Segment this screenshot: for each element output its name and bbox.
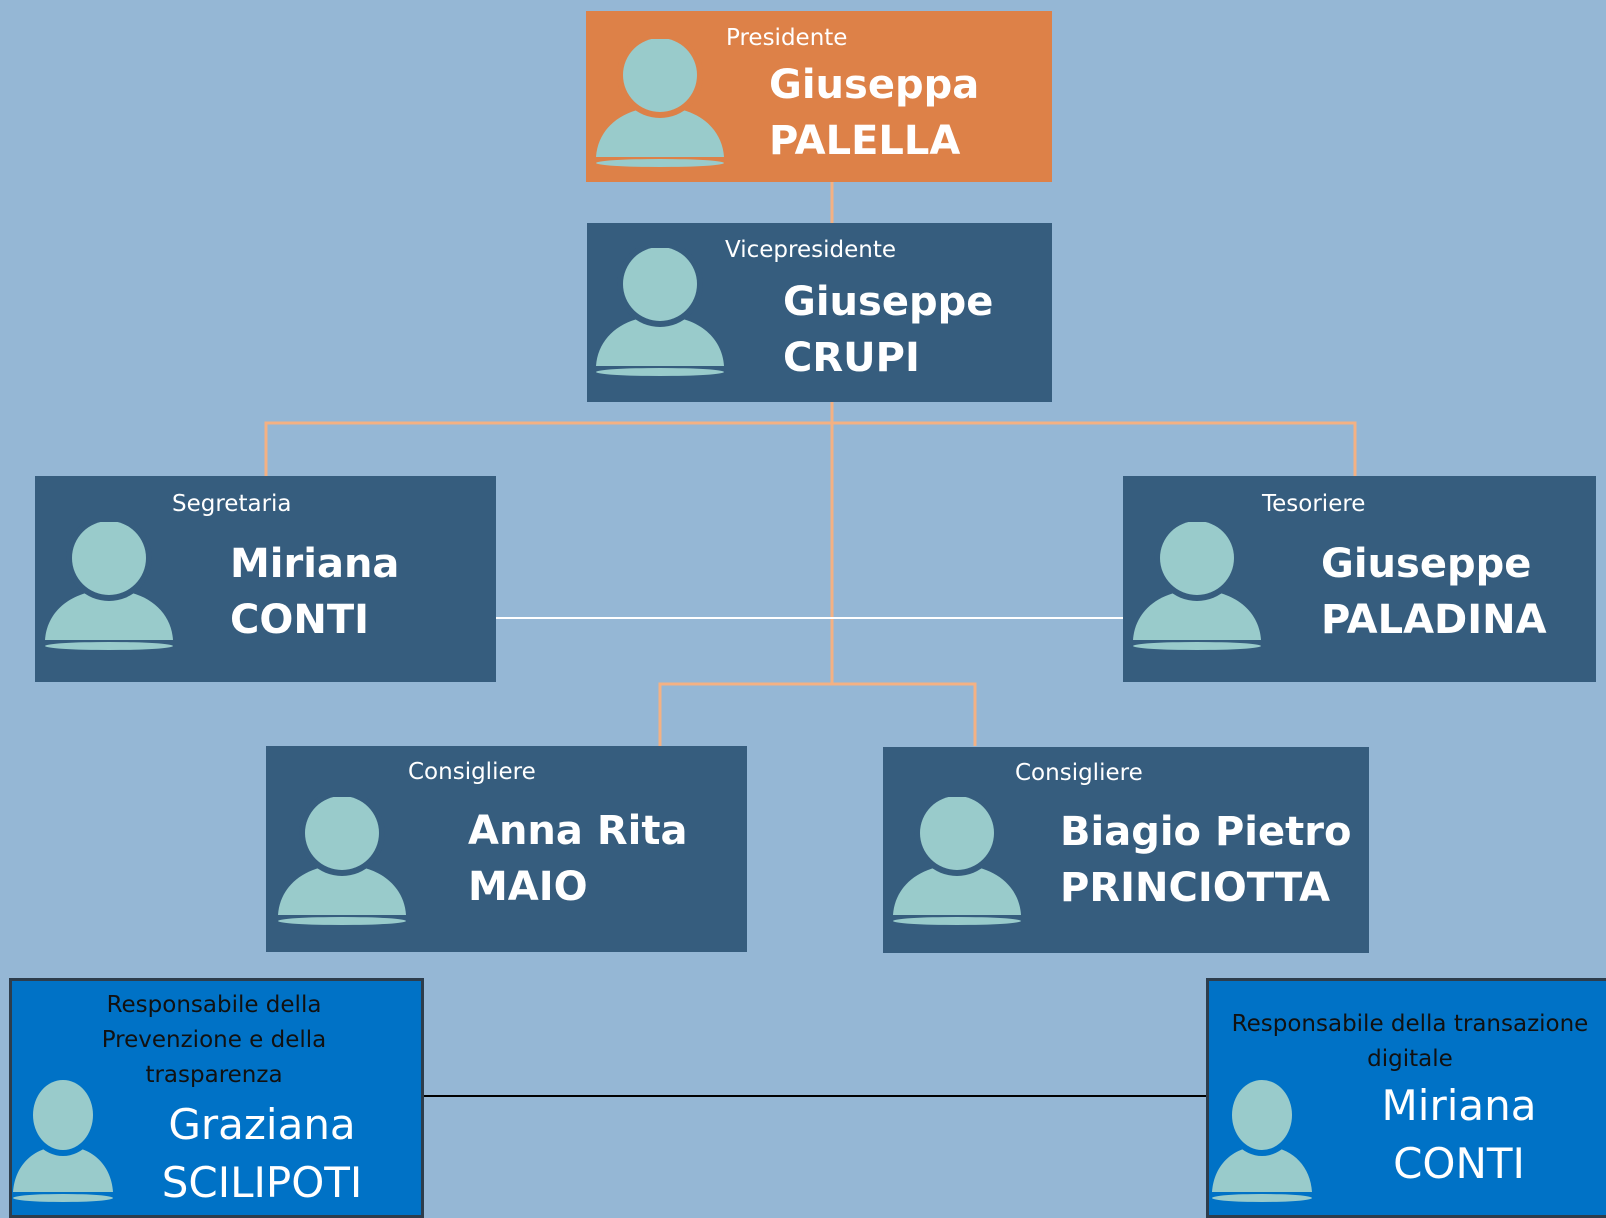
president-card: Presidente Giuseppa PALELLA [586, 11, 1052, 182]
treasurer-last-name: PALADINA [1321, 597, 1547, 643]
transparency-officer-name: Graziana SCILIPOTI [151, 1096, 373, 1212]
councillor-name: Biagio Pietro PRINCIOTTA [1060, 804, 1351, 916]
person-icon [1133, 522, 1261, 650]
councillor-card: Consigliere Anna Rita MAIO [266, 746, 747, 952]
connector-secretary-treasurer-branch [264, 421, 1357, 476]
transparency-officer-first-name: Graziana [168, 1100, 356, 1149]
councillor-role: Consigliere [1015, 760, 1143, 786]
digital-officer-card: Responsabile della transazione digitale … [1206, 978, 1606, 1218]
person-icon [893, 797, 1021, 925]
person-icon [278, 797, 406, 925]
connector-councillors-branch [658, 682, 977, 746]
treasurer-first-name: Giuseppe [1321, 541, 1532, 587]
vice-president-last-name: CRUPI [783, 335, 920, 381]
councillor-name: Anna Rita MAIO [468, 803, 687, 915]
treasurer-role: Tesoriere [1262, 491, 1366, 517]
president-last-name: PALELLA [769, 118, 961, 164]
secretary-name: Miriana CONTI [230, 536, 399, 648]
digital-officer-first-name: Miriana [1381, 1081, 1537, 1130]
transparency-officer-card: Responsabile della Prevenzione e della t… [9, 978, 424, 1218]
president-role: Presidente [726, 25, 848, 51]
transparency-officer-last-name: SCILIPOTI [161, 1158, 363, 1207]
digital-officer-role: Responsabile della transazione digitale [1231, 1011, 1589, 1072]
digital-officer-last-name: CONTI [1393, 1139, 1525, 1188]
person-icon [13, 1078, 113, 1202]
person-icon [1212, 1078, 1312, 1202]
vice-president-first-name: Giuseppe [783, 279, 994, 325]
person-icon [596, 39, 724, 167]
vice-president-role: Vicepresidente [725, 237, 896, 263]
treasurer-card: Tesoriere Giuseppe PALADINA [1123, 476, 1596, 682]
councillor-first-name: Anna Rita [468, 808, 688, 854]
councillor-last-name: PRINCIOTTA [1060, 865, 1331, 911]
president-name: Giuseppa PALELLA [769, 57, 979, 169]
secretary-first-name: Miriana [230, 541, 400, 587]
vice-president-card: Vicepresidente Giuseppe CRUPI [587, 223, 1052, 402]
vice-president-name: Giuseppe CRUPI [783, 274, 993, 386]
secretary-card: Segretaria Miriana CONTI [35, 476, 496, 682]
secretary-role: Segretaria [172, 491, 292, 517]
person-icon [596, 248, 724, 376]
secretary-last-name: CONTI [230, 597, 370, 643]
transparency-officer-role: Responsabile della Prevenzione e della t… [101, 992, 327, 1088]
councillor-first-name: Biagio Pietro [1060, 809, 1352, 855]
treasurer-name: Giuseppe PALADINA [1321, 536, 1547, 648]
person-icon [45, 522, 173, 650]
digital-officer-name: Miriana CONTI [1359, 1077, 1559, 1193]
councillor-role: Consigliere [408, 759, 536, 785]
councillor-last-name: MAIO [468, 864, 588, 910]
councillor-card: Consigliere Biagio Pietro PRINCIOTTA [883, 747, 1369, 953]
president-first-name: Giuseppa [769, 62, 980, 108]
